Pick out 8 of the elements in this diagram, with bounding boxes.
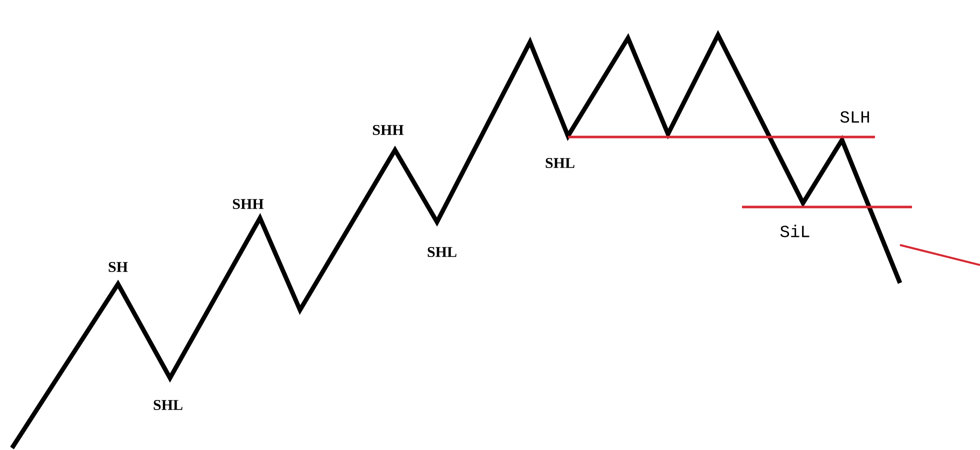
swing-label: SHH: [232, 198, 264, 210]
swing-label: SH: [108, 262, 128, 272]
swing-label: SiL: [780, 224, 810, 238]
swing-label: SHH: [372, 124, 404, 136]
swing-label: SHL: [428, 246, 456, 258]
swing-label: SLH: [840, 111, 869, 123]
swing-label: SHL: [154, 400, 182, 410]
swing-label: SHL: [546, 158, 574, 168]
